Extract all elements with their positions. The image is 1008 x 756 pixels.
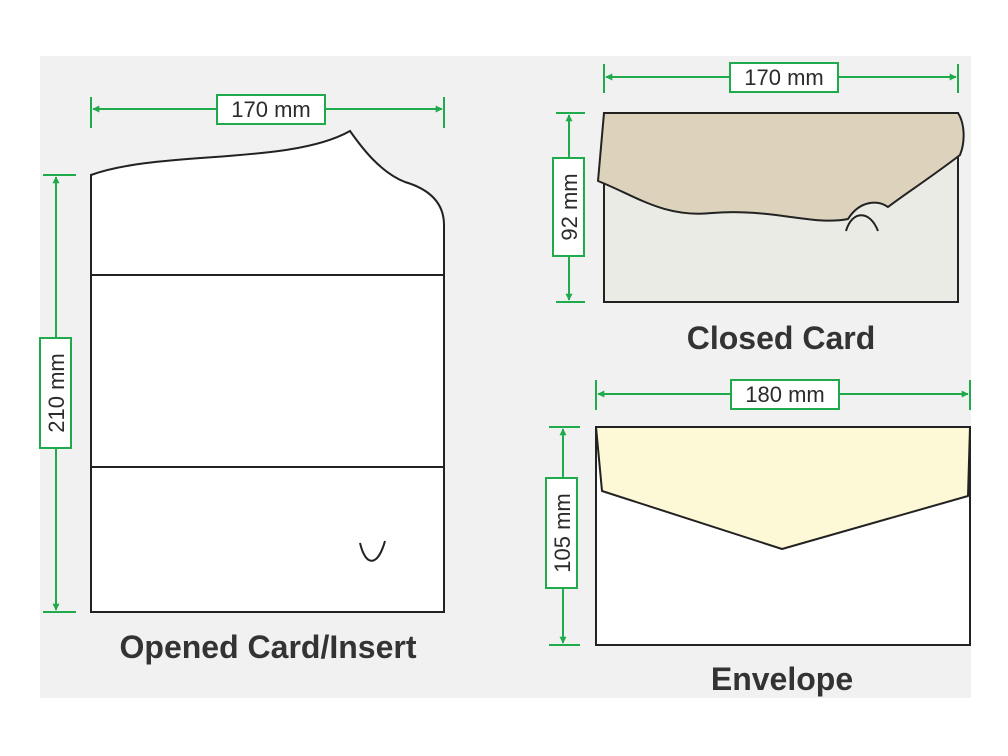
closed-card-width-label: 170 mm — [744, 65, 823, 90]
opened-card-caption: Opened Card/Insert — [120, 629, 417, 665]
closed-card-height-label: 92 mm — [557, 173, 582, 240]
opened-card-height-dimension: 210 mm — [39, 174, 76, 613]
closed-card-width-dimension: 170 mm — [603, 62, 959, 93]
envelope-group: 180 mm 105 mm Envelope — [545, 379, 971, 697]
opened-card-slit — [359, 540, 386, 562]
envelope-caption: Envelope — [711, 661, 853, 697]
closed-card-caption: Closed Card — [687, 320, 875, 356]
opened-card-outline — [90, 129, 445, 613]
envelope-width-dimension: 180 mm — [595, 379, 971, 410]
closed-card-height-dimension: 92 mm — [552, 112, 585, 303]
envelope-height-dimension: 105 mm — [545, 426, 580, 646]
closed-card-tab — [845, 214, 879, 232]
closed-card-flap — [597, 112, 965, 222]
envelope-height-label: 105 mm — [550, 493, 575, 572]
opened-card-width-dimension: 170 mm — [90, 94, 445, 128]
opened-card-group: 170 mm 210 mm Opened Card/Insert — [39, 94, 445, 665]
envelope-width-label: 180 mm — [745, 382, 824, 407]
opened-card-width-label: 170 mm — [231, 97, 310, 122]
closed-card-group: 170 mm 92 mm Closed Card — [552, 62, 965, 356]
envelope-flap — [595, 426, 971, 550]
opened-card-height-label: 210 mm — [44, 353, 69, 432]
